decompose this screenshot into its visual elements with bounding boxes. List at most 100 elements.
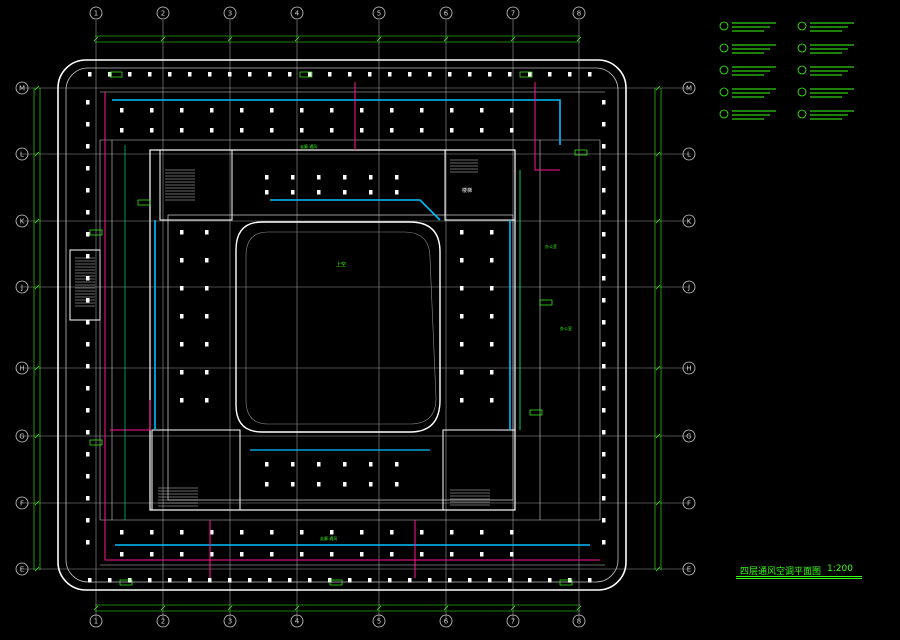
axis-bubble-row: M: [15, 81, 29, 95]
axis-col-label: 4: [295, 618, 300, 626]
atrium-inner-line: [245, 231, 437, 425]
supply-duct-north: [270, 199, 441, 221]
axis-row-label: M: [19, 85, 25, 93]
axis-row-label: K: [687, 218, 692, 226]
axis-col-label: 5: [377, 618, 381, 626]
axis-col-label: 2: [161, 10, 165, 18]
axis-bubble-row: L: [15, 147, 29, 161]
dimension-ticks: [34, 36, 661, 611]
axis-col-label: 3: [228, 618, 232, 626]
axis-col-label: 8: [577, 10, 581, 18]
pipe-outer-loop: [104, 92, 600, 561]
duct-icon: [718, 108, 788, 126]
equipment-legend: [718, 20, 888, 150]
axis-bubble-row: F: [682, 496, 696, 510]
valve-icon: [718, 64, 788, 82]
axis-row-label: H: [19, 365, 24, 373]
title-block: 四层通风空调平面图 1:200: [736, 562, 862, 580]
axis-col-label: 3: [228, 10, 232, 18]
axis-col-label: 2: [161, 618, 165, 626]
axis-row-label: G: [686, 433, 691, 441]
drawing-title: 四层通风空调平面图: [740, 567, 822, 577]
title-underline-2: [736, 578, 862, 579]
axis-row-label: J: [20, 284, 23, 292]
stair-hatching: [75, 159, 490, 507]
axis-bubble-col: 3: [223, 6, 237, 20]
axis-col-label: 7: [511, 618, 515, 626]
corridor-top-label: 走廊 通风: [300, 143, 317, 149]
axis-bubble-row: L: [682, 147, 696, 161]
return-grille-icon: [718, 86, 788, 104]
axis-bubble-row: G: [15, 429, 29, 443]
axis-bubble-col: 6: [439, 6, 453, 20]
equipment-tags: [89, 71, 588, 586]
axis-row-label: J: [687, 284, 690, 292]
office-label-2: 办公室: [560, 325, 572, 331]
corridor-bottom-label: 走廊 通风: [320, 535, 337, 541]
ductwork: [104, 82, 600, 578]
axis-bubble-row: H: [15, 361, 29, 375]
axis-col-label: 1: [94, 10, 98, 18]
ceiling-diffusers: [86, 72, 606, 583]
office-label-1: 办公室: [545, 243, 557, 249]
axis-bubble-row: M: [682, 81, 696, 95]
pipe-branch-west: [110, 400, 151, 431]
axis-bubble-row: G: [682, 429, 696, 443]
axis-bubble-row: K: [15, 214, 29, 228]
axis-bubble-col: 4: [290, 6, 304, 20]
atrium-label: 上空: [336, 261, 346, 268]
axis-col-label: 5: [377, 10, 381, 18]
axis-row-label: F: [687, 500, 691, 508]
corridor-walls: [99, 91, 605, 566]
terminal-icon: [796, 108, 866, 126]
stair-core-sw: [151, 429, 241, 511]
axis-bubble-col: 1: [89, 6, 103, 20]
axis-bubble-col: 3: [223, 614, 237, 628]
axis-col-label: 8: [577, 618, 581, 626]
unit-icon: [796, 86, 866, 104]
axis-bubble-col: 6: [439, 614, 453, 628]
supply-duct-top: [112, 99, 561, 145]
axis-row-label: E: [20, 566, 24, 574]
fan-coil-icon: [718, 20, 788, 38]
axis-bubble-col: 4: [290, 614, 304, 628]
axis-row-label: F: [20, 500, 24, 508]
axis-bubble-col: 5: [372, 614, 386, 628]
axis-col-label: 4: [295, 10, 300, 18]
axis-col-label: 6: [444, 618, 449, 626]
axis-bubble-col: 7: [506, 614, 520, 628]
stair-core-nw: [159, 149, 233, 221]
exhaust-fan-icon: [718, 42, 788, 60]
axis-bubble-col: 2: [156, 6, 170, 20]
fire-damper-icon: [796, 64, 866, 82]
axis-row-label: E: [687, 566, 691, 574]
axis-row-label: K: [20, 218, 25, 226]
axis-row-label: H: [686, 365, 691, 373]
dimension-lines: [33, 35, 662, 612]
axis-bubble-row: J: [15, 280, 29, 294]
building-outer-wall: [57, 59, 627, 591]
axis-col-label: 6: [444, 10, 449, 18]
stair-core-ne: [444, 149, 516, 221]
core-outline: [149, 149, 516, 511]
air-handler-icon: [796, 20, 866, 38]
axis-bubble-row: E: [682, 562, 696, 576]
axis-bubble-col: 1: [89, 614, 103, 628]
axis-bubble-row: E: [15, 562, 29, 576]
axis-bubble-row: F: [15, 496, 29, 510]
diffuser-icon: [796, 42, 866, 60]
stair-core-se: [442, 429, 516, 511]
axis-row-label: L: [687, 151, 691, 159]
inner-ring-wall: [167, 214, 514, 501]
atrium-outline: [235, 221, 441, 433]
axis-bubble-col: 8: [572, 614, 586, 628]
axis-bubble-col: 8: [572, 6, 586, 20]
axis-bubble-row: K: [682, 214, 696, 228]
axis-bubble-col: 2: [156, 614, 170, 628]
drawing-scale: 1:200: [827, 564, 853, 574]
axis-bubble-row: H: [682, 361, 696, 375]
axis-grid: [20, 20, 690, 620]
axis-bubble-row: J: [682, 280, 696, 294]
